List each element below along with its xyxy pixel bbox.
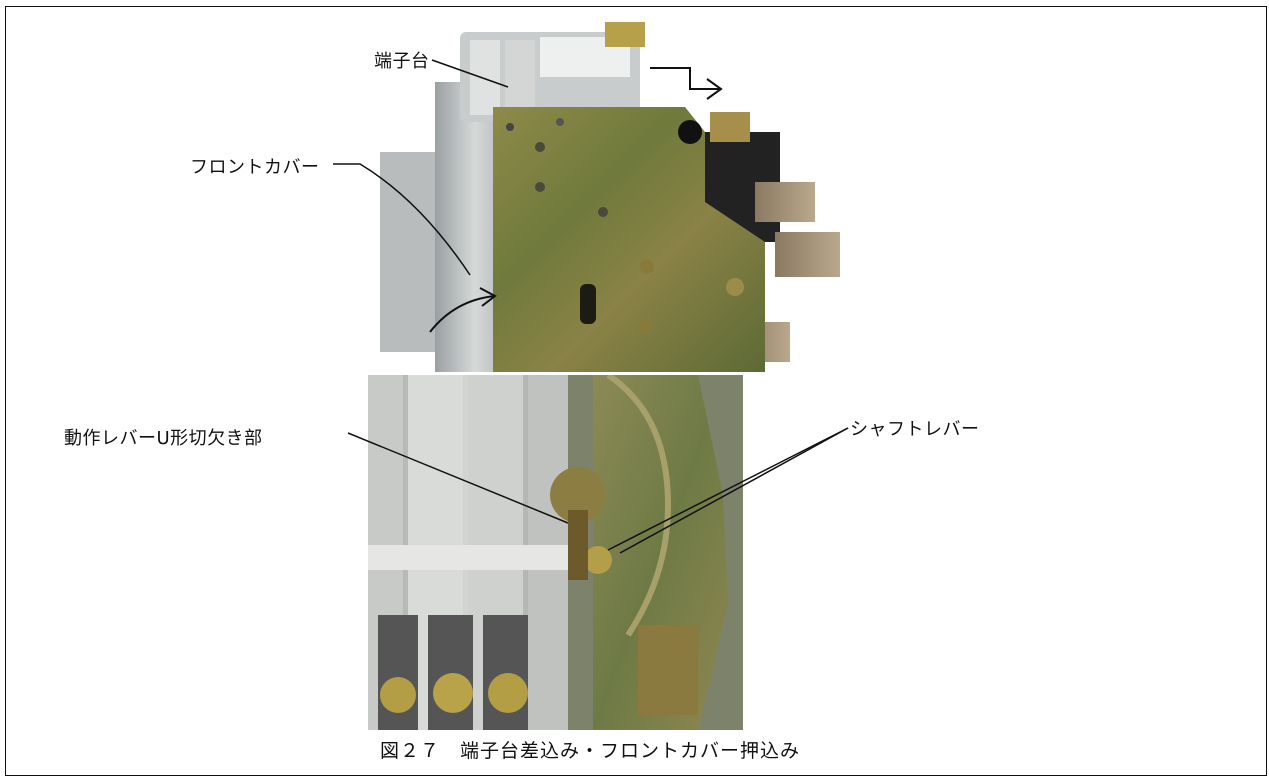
figure-caption: 図２７ 端子台差込み・フロントカバー押込み — [380, 740, 801, 762]
label-front-cover: フロントカバー — [190, 157, 320, 178]
photo-breaker-side-view — [375, 22, 840, 372]
label-operating-lever-notch: 動作レバーU形切欠き部 — [64, 428, 263, 449]
label-terminal-block: 端子台 — [374, 51, 430, 72]
label-shaft-lever: シャフトレバー — [850, 419, 980, 440]
photo-lever-closeup — [368, 375, 743, 730]
